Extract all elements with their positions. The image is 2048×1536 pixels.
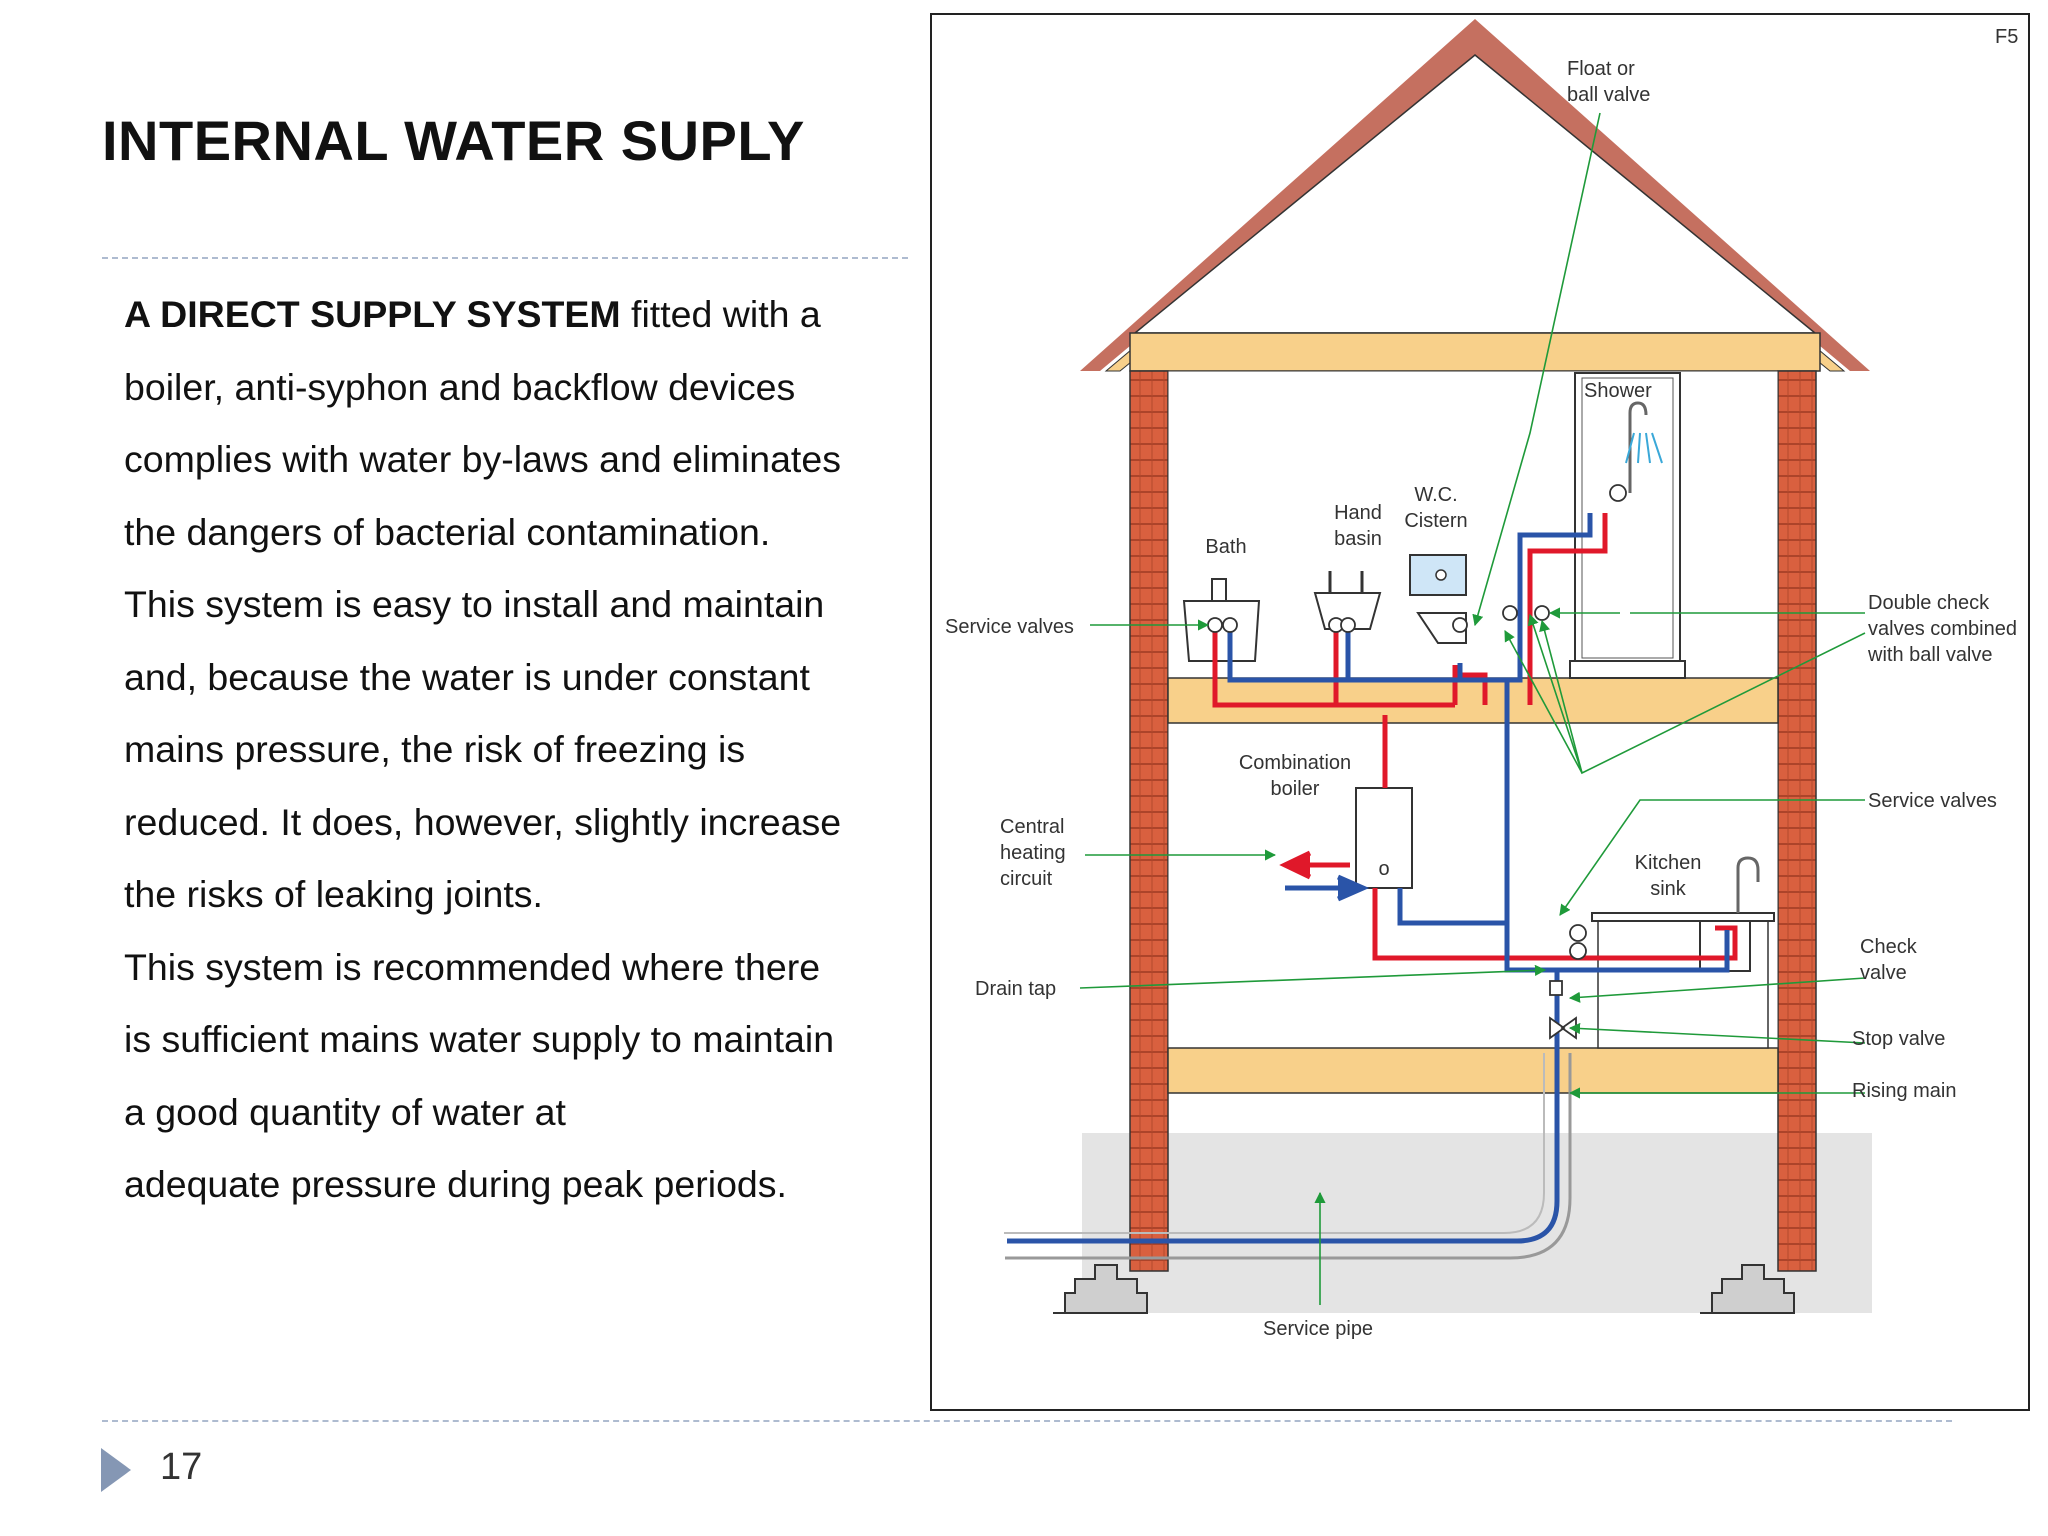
central-heating-label-3: circuit (1000, 868, 1053, 890)
float-valve-label-1: Float or (1567, 58, 1635, 80)
check-valve-label-1: Check (1860, 936, 1918, 958)
kitchen-sink (1591, 856, 1775, 1049)
central-heating-label-1: Central (1000, 816, 1064, 838)
boiler-symbol: o (1378, 858, 1389, 880)
water-supply-diagram: o (930, 13, 2030, 1411)
check-valve-label-2: valve (1860, 962, 1907, 984)
double-check-label-2: valves combined (1868, 618, 2017, 640)
right-footing (1700, 1264, 1795, 1314)
body-line-11: a good quantity of water at (124, 1090, 566, 1133)
combination-boiler: o (1355, 787, 1413, 889)
body-line-1: boiler, anti-syphon and backflow devices (124, 365, 796, 408)
boiler-label-2: boiler (1271, 778, 1320, 800)
service-valves-right-label: Service valves (1868, 790, 1997, 812)
body-line-2: complies with water by-laws and eliminat… (124, 438, 841, 480)
double-check-label-3: with ball valve (1867, 644, 1993, 666)
service-pipe-inner (1004, 1053, 1545, 1234)
hand-basin-label-2: basin (1334, 528, 1382, 550)
body-lead-rest: fitted with a (620, 293, 821, 335)
cold-pipes (1007, 513, 1730, 1244)
page-number: 17 (160, 1446, 203, 1488)
diagram-labels: F5 Float or ball valve Shower W.C. Ciste… (945, 26, 2018, 1340)
body-line-10: is sufficient mains water supply to main… (124, 1018, 835, 1060)
shower-cubicle (1569, 372, 1686, 679)
body-lead-bold: A DIRECT SUPPLY SYSTEM (124, 293, 621, 335)
leader-lines (1079, 112, 1866, 1305)
rising-main-label: Rising main (1852, 1080, 1956, 1102)
body-line-3: the dangers of bacterial contamination. (124, 510, 771, 553)
shower-label: Shower (1584, 380, 1652, 402)
body-line-6: mains pressure, the risk of freezing is (124, 728, 746, 770)
body-line-0: A DIRECT SUPPLY SYSTEM fitted with a (124, 278, 924, 351)
service-pipe-sleeve (1005, 1053, 1572, 1260)
wc-label-1: W.C. (1414, 484, 1457, 506)
body-line-9: This system is recommended where there (124, 945, 821, 988)
title-divider (102, 257, 908, 259)
central-heating-label-2: heating (1000, 842, 1066, 864)
left-footing (1053, 1264, 1148, 1314)
hand-basin-label-1: Hand (1334, 502, 1382, 524)
right-wall (1777, 370, 1817, 1272)
figure-id: F5 (1995, 26, 2018, 48)
roof-beam (1129, 332, 1821, 372)
hot-pipes (1212, 513, 1738, 961)
float-valve-label-2: ball valve (1567, 84, 1650, 106)
ground-floor (1167, 1047, 1779, 1094)
slide-title: INTERNAL WATER SUPLY (102, 109, 805, 172)
body-text: A DIRECT SUPPLY SYSTEM fitted with a boi… (124, 278, 924, 1221)
boiler-label-1: Combination (1239, 752, 1351, 774)
bath (1182, 578, 1261, 662)
wc-label-2: Cistern (1404, 510, 1467, 532)
body-line-4: This system is easy to install and maint… (124, 583, 825, 625)
drain-tap-label: Drain tap (975, 978, 1056, 1000)
bath-label: Bath (1205, 536, 1246, 558)
double-check-label-1: Double check (1868, 592, 1990, 614)
service-pipe-label: Service pipe (1263, 1318, 1373, 1340)
first-floor (1167, 677, 1779, 724)
body-line-7: reduced. It does, however, slightly incr… (124, 800, 842, 843)
service-valves-left-label: Service valves (945, 616, 1074, 638)
body-line-12: adequate pressure during peak periods. (124, 1163, 787, 1205)
stop-valve-label: Stop valve (1852, 1028, 1945, 1050)
footer-divider (102, 1420, 1952, 1422)
left-wall (1129, 370, 1169, 1272)
footer-arrow-icon (101, 1448, 131, 1492)
kitchen-sink-label-2: sink (1650, 878, 1687, 900)
kitchen-sink-label-1: Kitchen (1635, 852, 1702, 874)
body-line-5: and, because the water is under constant (124, 655, 810, 698)
valves (1207, 484, 1627, 1040)
body-line-8: the risks of leaking joints. (124, 873, 543, 915)
